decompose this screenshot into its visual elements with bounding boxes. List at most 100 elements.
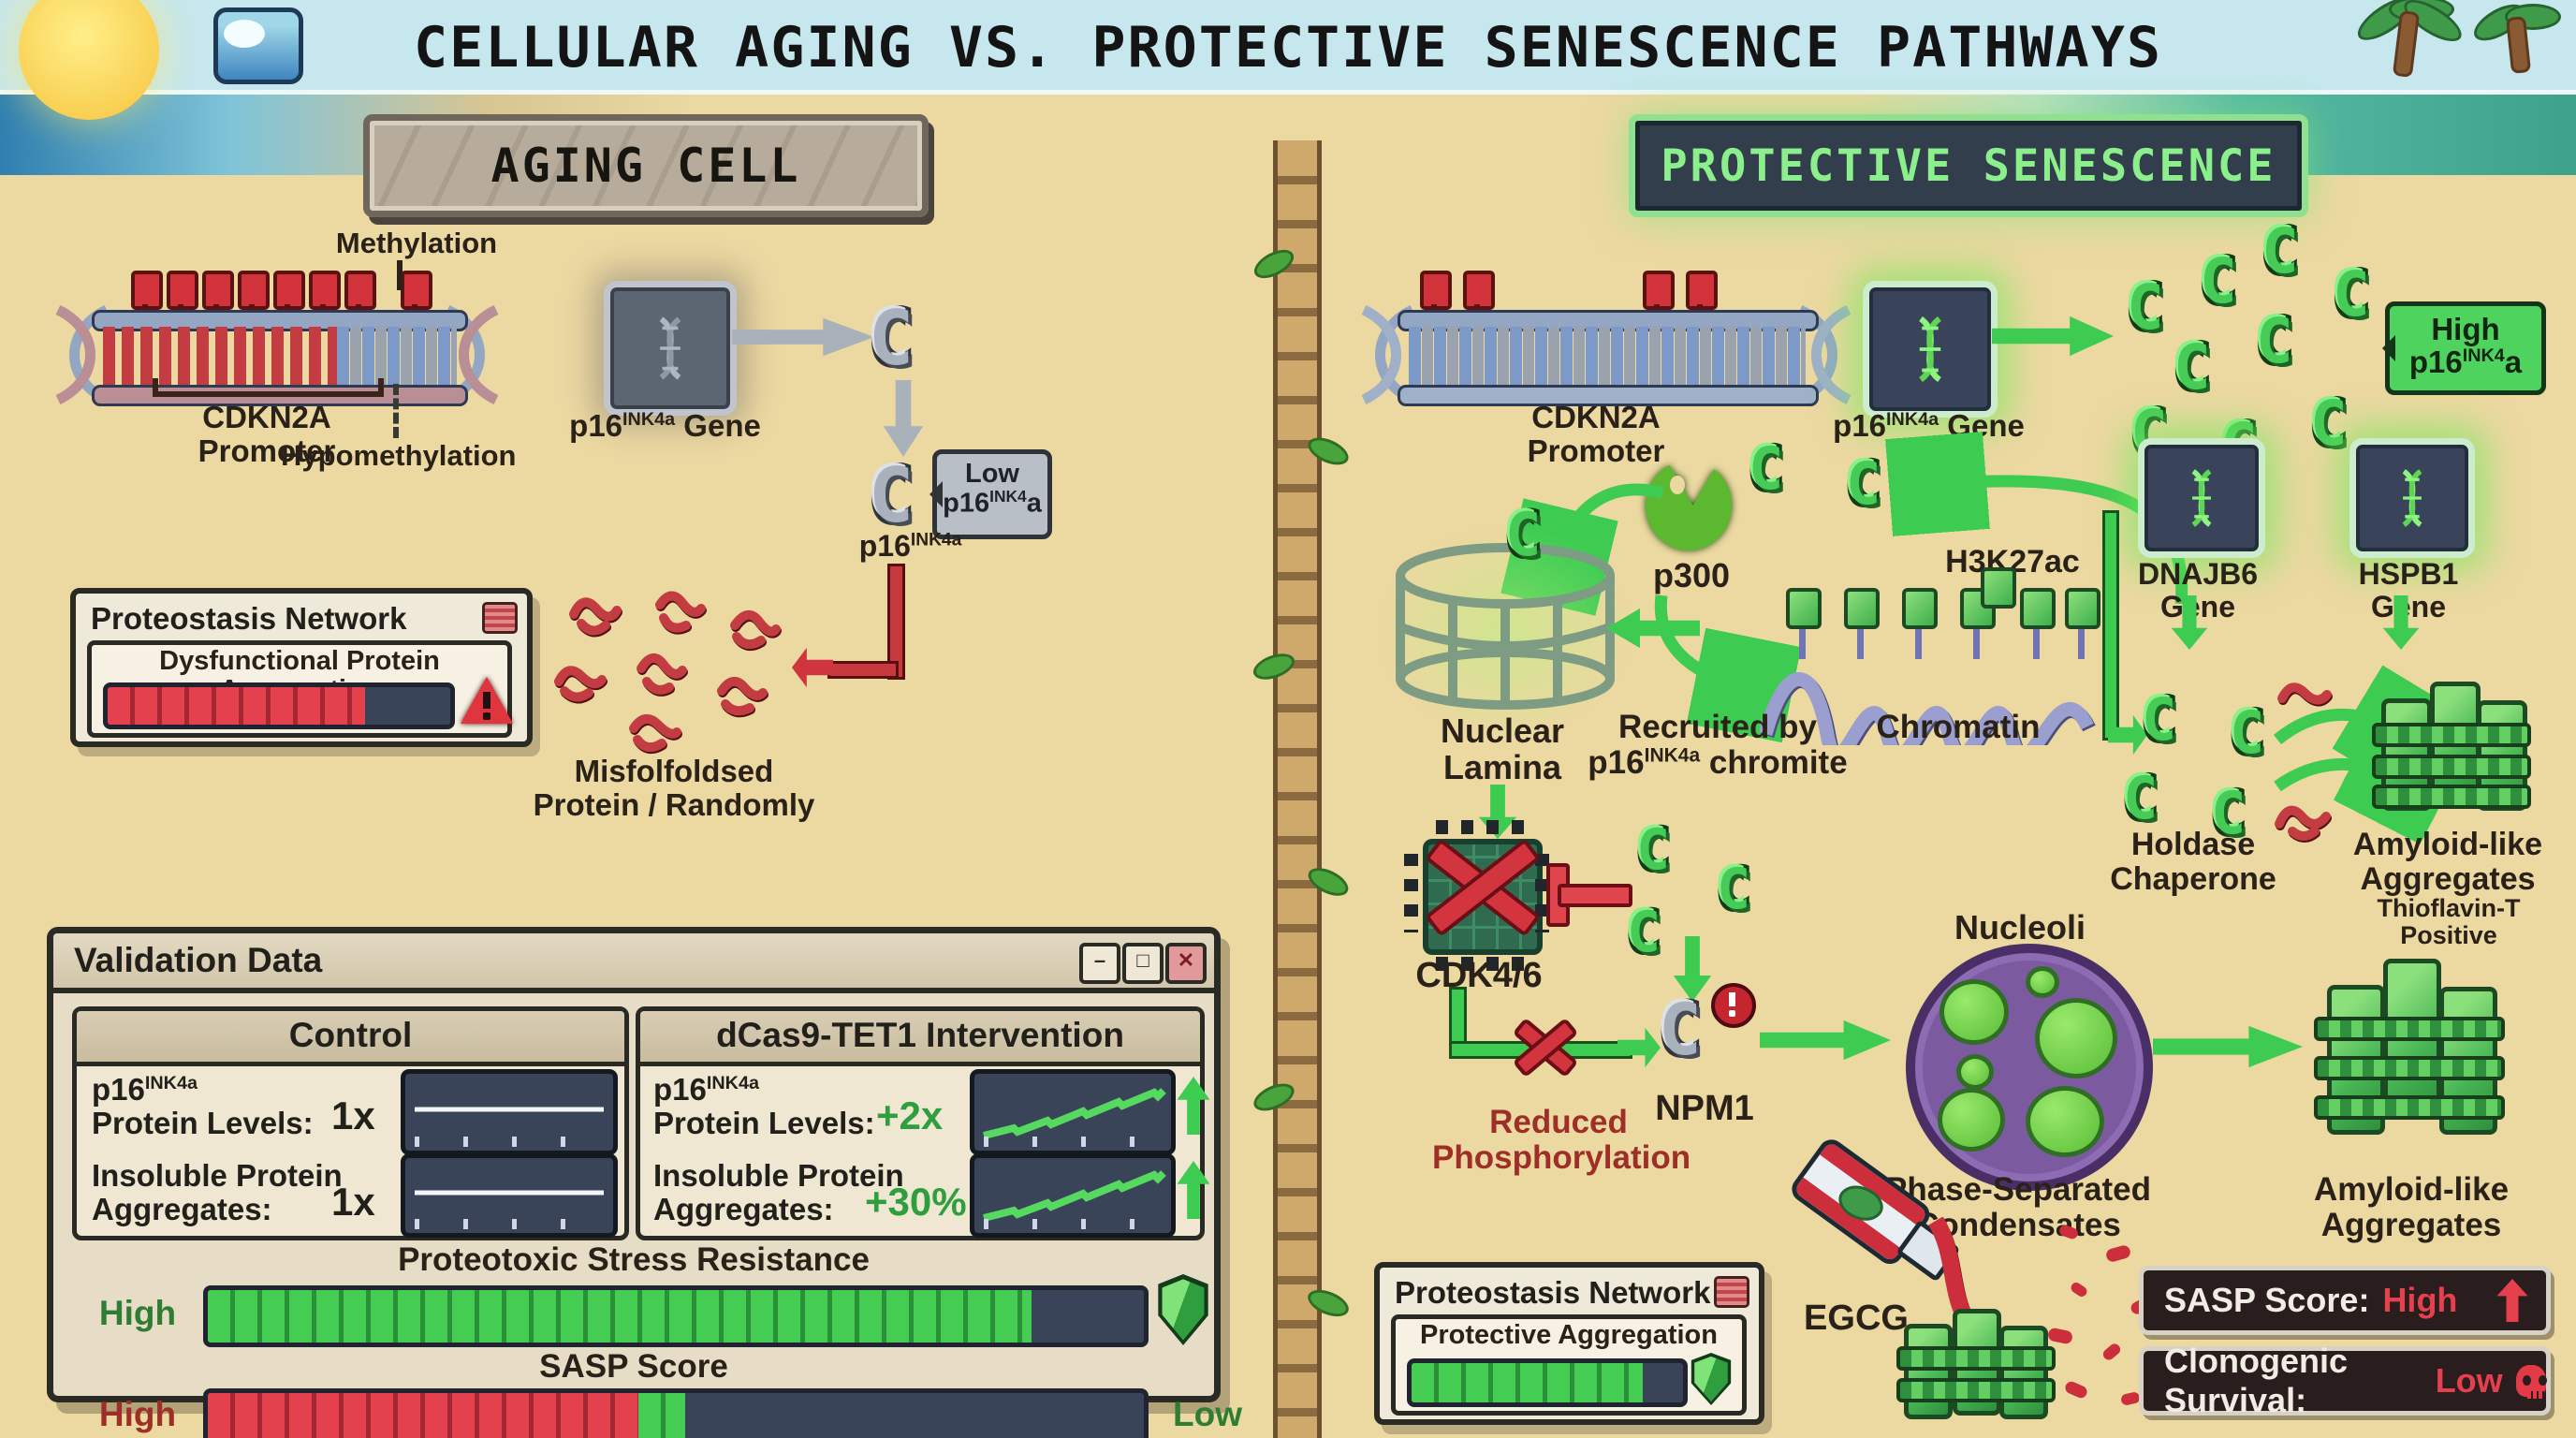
control-row1-value: 1x [331, 1093, 375, 1137]
maximize-button[interactable]: □ [1122, 943, 1164, 984]
page-title: CELLULAR AGING VS. PROTECTIVE SENESCENCE… [413, 15, 2163, 81]
p16-protein-icon: C [869, 452, 915, 539]
hspb1-gene-icon [2349, 438, 2475, 558]
stress-bar-fill [208, 1290, 1032, 1343]
promoter-label: CDKN2A Promoter [198, 400, 336, 468]
methylation-mark [1463, 271, 1495, 317]
aggregation-bar-fill [108, 687, 365, 725]
aggregation-arrow [792, 647, 833, 688]
wave-icon [213, 7, 303, 84]
methylation-mark [1420, 271, 1452, 317]
intervention-row2-chart [970, 1153, 1176, 1238]
chromatin-label: Chromatin [1876, 709, 2041, 745]
stress-title: Proteotoxic Stress Resistance [398, 1241, 870, 1278]
sasp-left-label: High [98, 1395, 177, 1433]
skull-icon [2515, 1365, 2547, 1399]
increase-arrow-icon [1177, 1161, 1210, 1219]
hspb1-label: HSPB1 Gene [2358, 557, 2459, 624]
validation-titlebar: Validation Data – □ ✕ [53, 933, 1214, 993]
palm-tree-icon [2468, 0, 2561, 74]
misfolded-protein-cluster [554, 591, 781, 753]
p16-protein-icon: C [1505, 501, 1542, 570]
p16-protein-icon: C [1846, 449, 1881, 518]
misfolded-protein-icon [2277, 682, 2332, 705]
p16-gene-label: p16INK4a Gene [1833, 408, 2025, 443]
sasp-badge-value: High [2382, 1281, 2458, 1319]
cdk-npm1-arrow [1617, 1027, 1661, 1068]
control-row1-chart [401, 1069, 618, 1155]
low-p16-bubble: Low p16INK4a [929, 449, 1052, 539]
methylation-mark [344, 271, 376, 317]
p16-protein-icon: C [1749, 434, 1784, 503]
inhibition-tbar [1558, 884, 1632, 907]
close-button[interactable]: ✕ [1165, 943, 1207, 984]
methylation-label: Methylation [335, 227, 498, 259]
minimize-button[interactable]: – [1079, 943, 1120, 984]
thioflavin-label: Thioflavin-T Positive [2377, 894, 2521, 950]
p16-protein-icon: C [1717, 857, 1751, 922]
proteostasis-panel-protective: Proteostasis Network Protective Aggregat… [1374, 1262, 1764, 1425]
control-row2-chart [401, 1153, 618, 1238]
amyloid-stack-1 [2372, 682, 2531, 828]
nucleoli-graphic [1906, 944, 2153, 1191]
p16-protein-label: p16INK4a [858, 529, 962, 563]
intervention-row1-value: +2x [876, 1093, 944, 1137]
dna-rail [1398, 385, 1819, 406]
transcription-arrow [732, 317, 874, 357]
p300-enzyme-icon [1646, 461, 1732, 550]
amyloid-stack-2 [2314, 959, 2505, 1157]
methylation-mark [401, 271, 432, 317]
hypomethylation-pointer [393, 384, 399, 438]
aggregation-bar [1407, 1358, 1688, 1407]
intervention-header: dCas9-TET1 Intervention [640, 1011, 1200, 1066]
stress-left-label: High [98, 1294, 177, 1332]
methylation-mark [273, 271, 305, 317]
sky-band [0, 0, 2576, 90]
clonogenic-survival-badge: Clonogenic Survival: Low [2139, 1342, 2551, 1419]
shield-icon [1690, 1353, 1732, 1405]
sun-icon [19, 0, 159, 120]
methylation-mark [167, 271, 198, 317]
methylation-mark [202, 271, 234, 317]
aggregation-bar-fill [1412, 1363, 1643, 1402]
clonogenic-badge-label: Clonogenic Survival: [2164, 1342, 2348, 1419]
protein-flow-curve [1872, 426, 2188, 605]
methylation-mark [1643, 271, 1675, 317]
nuclear-lamina-cage [1396, 543, 1615, 710]
panel-alert-button[interactable] [482, 602, 518, 634]
proteostasis-inner: Dysfunctional Protein Aggregation [87, 640, 513, 738]
warning-icon [461, 677, 513, 724]
methylation-mark [238, 271, 270, 317]
dnajb6-gene-icon [2138, 438, 2265, 558]
validation-title: Validation Data [74, 941, 323, 979]
promoter-label: CDKN2A Promoter [1527, 400, 1665, 468]
intervention-row2-value: +30% [865, 1180, 967, 1224]
aging-dna [55, 265, 499, 406]
dna-rungs [103, 327, 337, 387]
panel-alert-button[interactable] [1714, 1276, 1749, 1308]
methylation-mark [131, 271, 163, 317]
shield-icon [1158, 1274, 1208, 1345]
npm1-to-nucleoli-arrow [1760, 1020, 1891, 1061]
p300-label: p300 [1652, 556, 1731, 594]
control-header: Control [77, 1011, 624, 1066]
p16-gene-icon-green [1863, 281, 1998, 418]
dna-rungs-hypomethylated [337, 327, 457, 387]
aggregation-label: Protective Aggregation [1420, 1320, 1718, 1350]
sasp-bar-red-fill [208, 1393, 638, 1438]
proteostasis-title: Proteostasis Network [91, 601, 407, 636]
sasp-bar [203, 1388, 1149, 1438]
protective-senescence-header: PROTECTIVE SENESCENCE [1629, 114, 2308, 217]
aging-cell-header: AGING CELL [363, 114, 929, 217]
sasp-right-label: Low [1173, 1395, 1242, 1433]
